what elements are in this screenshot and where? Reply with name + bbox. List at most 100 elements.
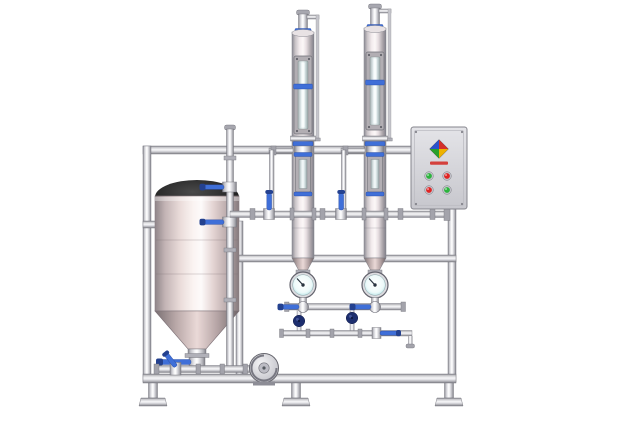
panel-brand-text bbox=[430, 161, 448, 165]
logo-outline bbox=[429, 139, 449, 159]
pipe-clamp bbox=[223, 247, 237, 253]
feed-valve-lower bbox=[199, 216, 237, 228]
discharge-line bbox=[153, 350, 259, 376]
tri-clamp bbox=[364, 141, 386, 147]
valve-stem bbox=[296, 327, 302, 332]
tank-valve-handle-grip bbox=[156, 358, 163, 366]
column-top-dome bbox=[291, 29, 315, 37]
sample-tube bbox=[315, 14, 320, 141]
gauge-hub bbox=[301, 283, 305, 287]
pipe-union bbox=[195, 363, 201, 375]
side-branch-pipe bbox=[340, 147, 366, 154]
tank-rim-highlight bbox=[155, 197, 239, 201]
machine-foot-left bbox=[138, 382, 168, 407]
indicator-light-4 bbox=[442, 185, 452, 195]
valve-handle-grip bbox=[199, 218, 206, 226]
sight-glass-1 bbox=[365, 51, 385, 131]
valve-handle-grip bbox=[265, 190, 274, 194]
tank-neck bbox=[187, 348, 207, 355]
valve-handle-grip bbox=[396, 330, 401, 337]
pipe-union bbox=[329, 328, 335, 338]
column-tee-flange bbox=[361, 207, 367, 221]
pressure-gauge-1 bbox=[277, 271, 317, 313]
feed-valve-upper bbox=[199, 181, 237, 193]
panel-screw bbox=[460, 202, 464, 206]
column-flange bbox=[290, 135, 316, 142]
valve-handle-grip bbox=[162, 350, 170, 357]
side-branch-pipe bbox=[268, 147, 294, 154]
tri-clamp bbox=[365, 152, 385, 157]
sight-glass-1 bbox=[293, 55, 313, 135]
panel-screw bbox=[414, 130, 418, 134]
column-cone bbox=[291, 257, 315, 271]
control-panel bbox=[410, 126, 468, 210]
valve-handle-grip bbox=[199, 183, 206, 191]
tri-clamp bbox=[293, 152, 313, 157]
column-fitting bbox=[366, 145, 384, 154]
sight-glass-2 bbox=[367, 155, 383, 193]
panel-door-seam bbox=[414, 130, 464, 206]
sample-tube bbox=[387, 8, 392, 141]
level-clamp bbox=[293, 83, 313, 90]
sight-glass-2 bbox=[295, 155, 311, 193]
tri-clamp bbox=[293, 191, 313, 197]
manifold-valve-1 bbox=[263, 190, 275, 220]
frame-mid-rail bbox=[228, 254, 457, 263]
column-fitting bbox=[294, 145, 312, 154]
level-clamp bbox=[365, 79, 385, 86]
valve-handle bbox=[266, 192, 272, 211]
panel-logo bbox=[429, 139, 449, 159]
pump-base bbox=[253, 381, 275, 386]
tank-clamp bbox=[184, 353, 210, 358]
pipe-end-cap bbox=[153, 363, 160, 375]
manifold-valve-2 bbox=[335, 190, 347, 220]
valve-stem bbox=[349, 324, 355, 332]
discharge-valve bbox=[162, 350, 182, 376]
valve-stem bbox=[296, 310, 302, 316]
drain-valve bbox=[371, 327, 401, 339]
gauge-hub bbox=[373, 283, 377, 287]
pipe-end-cap bbox=[279, 328, 284, 338]
diaphragm-knob-1 bbox=[292, 314, 306, 328]
column-1 bbox=[268, 9, 321, 275]
column-2 bbox=[340, 3, 393, 275]
pipe-union bbox=[219, 363, 225, 375]
pump-shaft bbox=[262, 366, 266, 370]
column-tee-flange bbox=[289, 207, 295, 221]
machine-foot-middle bbox=[281, 382, 311, 407]
column-cone bbox=[363, 257, 387, 271]
pipe-union bbox=[429, 208, 436, 220]
indicator-light-2 bbox=[442, 171, 452, 181]
tri-clamp bbox=[292, 141, 314, 147]
diaphragm-knob-2 bbox=[345, 311, 359, 325]
pipe-union bbox=[397, 208, 404, 220]
pipe-end-cap bbox=[400, 301, 406, 312]
pipe-clamp bbox=[223, 155, 237, 161]
pump-spiral bbox=[250, 354, 278, 382]
pipe-union bbox=[357, 328, 363, 338]
pressure-gauge-2 bbox=[349, 271, 389, 313]
pipe-clamp bbox=[223, 297, 237, 303]
valve-handle bbox=[338, 192, 344, 211]
valve-handle-grip bbox=[277, 303, 284, 311]
panel-screw bbox=[414, 202, 418, 206]
pipe-union bbox=[242, 363, 248, 375]
upper-manifold bbox=[229, 190, 451, 221]
valve-handle-grip bbox=[337, 190, 346, 194]
frame-bottom-rail bbox=[142, 373, 457, 384]
pipe-union bbox=[249, 208, 256, 220]
column-tee-flange bbox=[311, 207, 317, 221]
lower-manifold bbox=[279, 301, 415, 349]
machine-foot-right bbox=[434, 382, 464, 407]
pipe-union bbox=[319, 208, 326, 220]
fermenter-tank bbox=[154, 180, 240, 373]
drain-outlet-pipe bbox=[408, 336, 413, 345]
tri-clamp bbox=[365, 191, 385, 197]
circulation-pump bbox=[249, 353, 279, 386]
column-top-dome bbox=[363, 25, 387, 33]
valve-handle-grip bbox=[349, 303, 356, 311]
column-tee-flange bbox=[383, 207, 389, 221]
indicator-light-3 bbox=[424, 185, 434, 195]
frame-left-post bbox=[142, 145, 152, 383]
